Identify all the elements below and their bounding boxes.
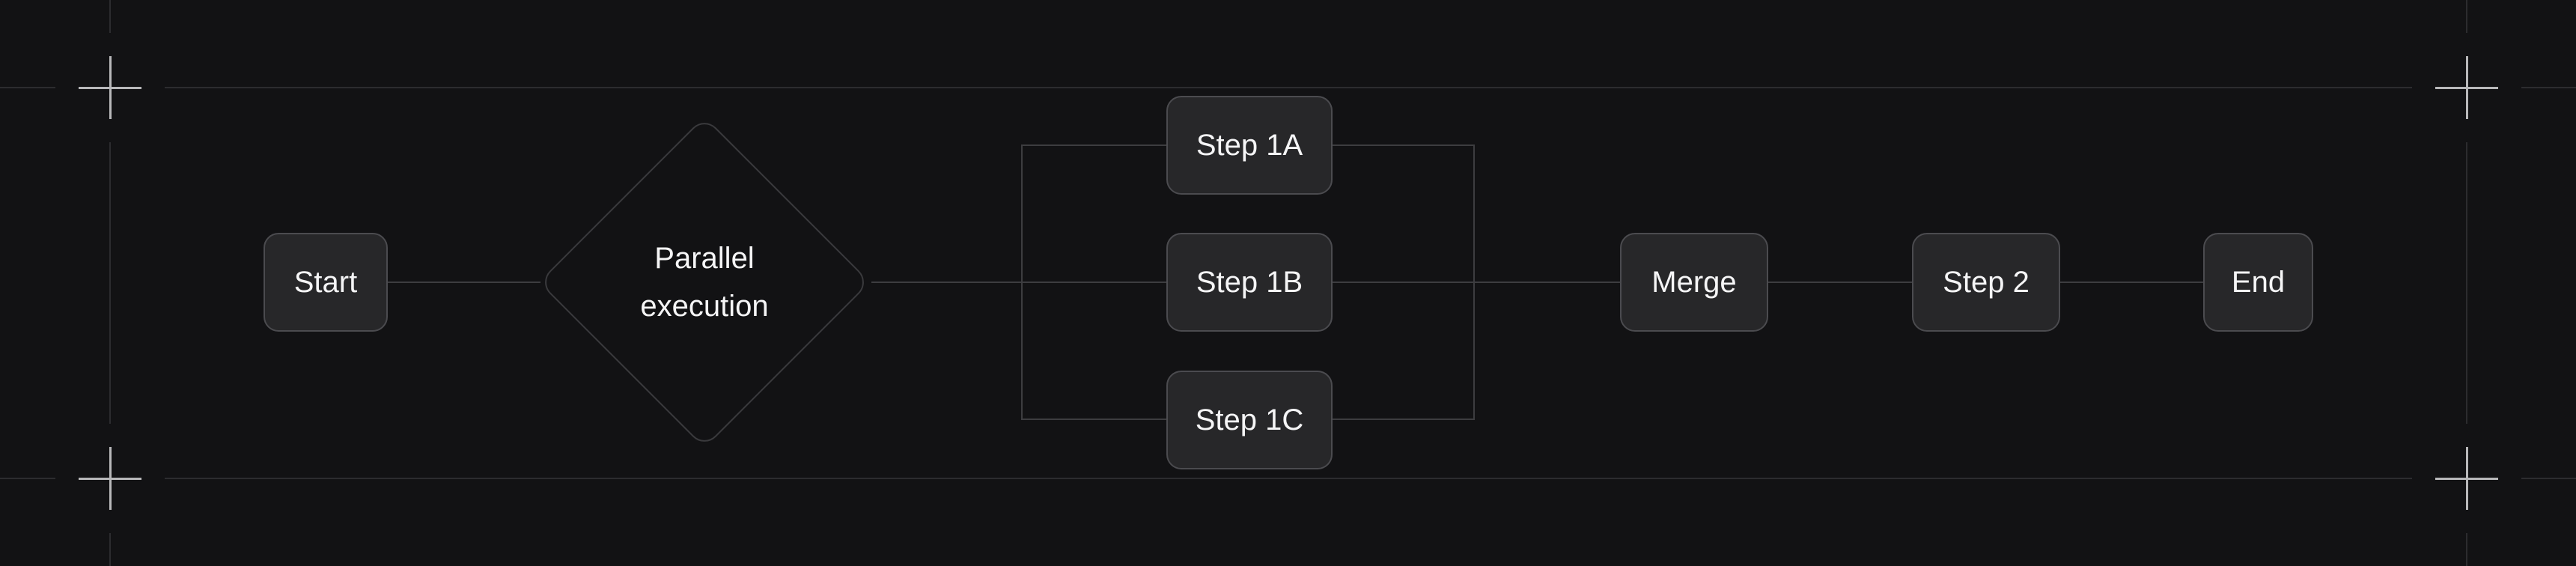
node-start[interactable]: Start — [264, 233, 388, 332]
guide-line-vertical — [2466, 533, 2467, 566]
node-parallel-execution-label: Parallel execution — [640, 242, 769, 323]
node-merge[interactable]: Merge — [1620, 233, 1768, 332]
edge-start-to-parallel-execution — [388, 282, 541, 283]
guide-line-horizontal — [0, 87, 55, 88]
crop-mark-icon — [109, 56, 112, 119]
node-step-2-label: Step 2 — [1943, 266, 2030, 299]
guide-line-horizontal — [165, 87, 2412, 88]
guide-line-vertical — [109, 0, 111, 33]
guide-line-vertical — [109, 533, 111, 566]
node-step-1a[interactable]: Step 1A — [1166, 96, 1333, 195]
guide-line-vertical — [2466, 142, 2467, 424]
guide-line-horizontal — [2521, 478, 2576, 479]
node-end-label: End — [2231, 266, 2286, 299]
node-step-1a-label: Step 1A — [1196, 129, 1303, 162]
node-step-1c-label: Step 1C — [1195, 404, 1304, 436]
node-step-1b[interactable]: Step 1B — [1166, 233, 1333, 332]
crop-mark-icon — [109, 447, 112, 510]
node-step-1b-label: Step 1B — [1196, 266, 1303, 299]
guide-line-vertical — [2466, 0, 2467, 33]
node-end[interactable]: End — [2203, 233, 2313, 332]
guide-line-horizontal — [2521, 87, 2576, 88]
node-step-2[interactable]: Step 2 — [1912, 233, 2060, 332]
node-start-label: Start — [293, 266, 358, 299]
crop-mark-icon — [2465, 447, 2468, 510]
crop-mark-icon — [2465, 56, 2468, 119]
edge-merge-to-step-2 — [1768, 282, 1912, 283]
guide-line-vertical — [109, 142, 111, 424]
guide-line-horizontal — [165, 478, 2412, 479]
guide-line-horizontal — [0, 478, 55, 479]
edge-step-2-to-end — [2059, 282, 2203, 283]
node-step-1c[interactable]: Step 1C — [1166, 371, 1333, 469]
node-merge-label: Merge — [1651, 266, 1737, 299]
